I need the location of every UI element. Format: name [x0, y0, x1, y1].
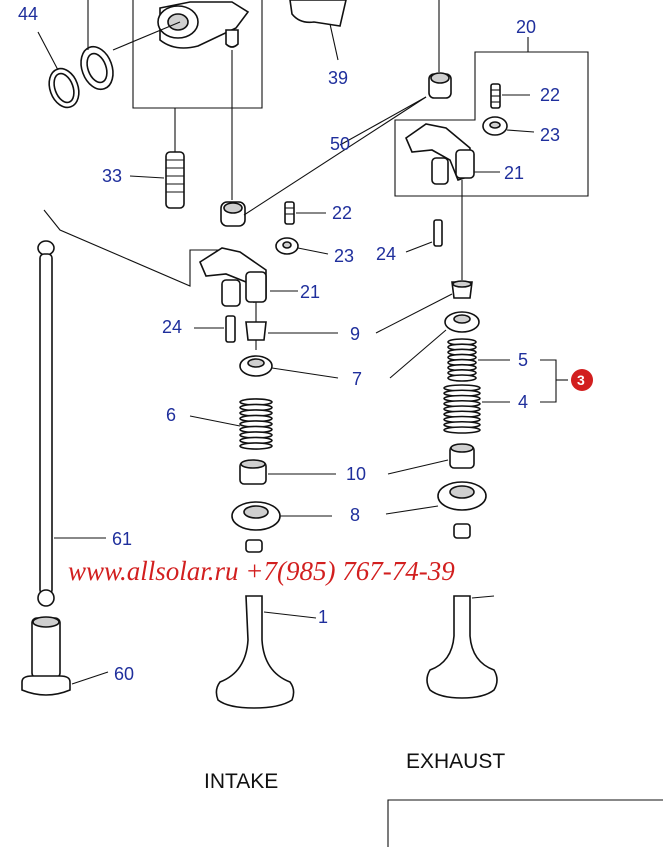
rocker-arm-upper	[157, 1, 250, 49]
leader-23-exhaust	[506, 129, 535, 133]
frame-20	[394, 51, 589, 197]
callout-10: 10	[346, 464, 366, 484]
leader-50-exhaust	[339, 96, 427, 146]
callout-39: 39	[328, 68, 348, 88]
callout-4: 4	[518, 392, 528, 412]
callout-24-intake: 24	[162, 317, 182, 337]
part-23-nut-exhaust	[482, 116, 508, 136]
part-21-rocker-intake	[198, 247, 267, 307]
part-23-nut-intake	[275, 237, 299, 255]
leader-44	[37, 31, 59, 71]
callout-22-intake: 22	[332, 203, 352, 223]
part-39-bracket	[289, 0, 347, 27]
callout-7: 7	[352, 369, 362, 389]
leader-1	[263, 611, 317, 619]
rocker-shaft-frame	[132, 0, 263, 109]
part-33-adjust-screw	[165, 151, 185, 209]
part-9-cap-intake	[245, 321, 267, 341]
part-8-seat-exhaust	[437, 481, 487, 511]
part-50-cap-exhaust	[428, 72, 452, 99]
part-60-tappet	[21, 616, 71, 696]
leader-60	[71, 671, 109, 685]
part-7-retainer-intake	[239, 355, 273, 377]
part-22-screw-intake	[284, 201, 295, 225]
callout-8: 8	[350, 505, 360, 525]
callout-61: 61	[112, 529, 132, 549]
leader-10-exhaust	[387, 459, 449, 475]
leader-8-exhaust	[385, 505, 439, 515]
bracket-3	[540, 359, 557, 403]
leader-23-intake	[297, 247, 329, 255]
callout-1: 1	[318, 607, 328, 627]
part-5-spring-inner-exhaust	[447, 338, 477, 382]
callout-5: 5	[518, 350, 528, 370]
leader-44-shaft	[112, 21, 181, 51]
leader-9-exhaust	[375, 293, 453, 334]
callout-3: 3	[577, 372, 585, 388]
watermark: www.allsolar.ru +7(985) 767-74-39	[68, 556, 455, 586]
callout-50: 50	[330, 134, 350, 154]
callout-23-intake: 23	[334, 246, 354, 266]
section-exhaust: EXHAUST	[406, 750, 505, 773]
pushrod-link-lines	[43, 209, 226, 287]
leader-7-intake	[271, 367, 339, 379]
callout-6: 6	[166, 405, 176, 425]
leader-24-exhaust	[405, 241, 433, 253]
callout-3-badge: 3	[571, 369, 593, 391]
section-intake: INTAKE	[204, 770, 278, 793]
leader-39	[329, 23, 339, 61]
part-10-seal-intake	[239, 459, 267, 485]
callout-21-exhaust: 21	[504, 163, 524, 183]
part-6-spring-intake	[239, 398, 273, 450]
callout-21-intake: 21	[300, 282, 320, 302]
part-10-seal-exhaust	[449, 443, 475, 469]
part-24-pin-exhaust	[433, 219, 443, 247]
leader-33	[129, 175, 165, 179]
part-24-pin-intake	[225, 315, 236, 343]
callout-33: 33	[102, 166, 122, 186]
callout-23-exhaust: 23	[540, 125, 560, 145]
part-9-cap-exhaust	[451, 280, 473, 299]
callout-24-exhaust: 24	[376, 244, 396, 264]
callout-9: 9	[350, 324, 360, 344]
part-21-rocker-exhaust	[405, 123, 475, 185]
part-61-pushrod	[37, 240, 55, 607]
part-44-rings	[48, 45, 114, 109]
part-1-valve-exhaust	[426, 523, 498, 699]
part-50-cap-intake	[220, 201, 246, 227]
part-7-retainer-exhaust	[444, 311, 480, 333]
callout-44: 44	[18, 4, 38, 24]
part-1-valve-intake	[215, 539, 295, 709]
part-4-spring-outer-exhaust	[443, 384, 481, 434]
leader-50-intake	[243, 96, 427, 216]
callout-20: 20	[516, 17, 536, 37]
part-22-screw-exhaust	[490, 83, 501, 109]
leader-7-exhaust	[389, 329, 447, 379]
part-8-seat-intake	[231, 501, 281, 531]
leader-1-exhaust	[471, 595, 495, 599]
callout-22-exhaust: 22	[540, 85, 560, 105]
corner-frame	[387, 799, 663, 847]
callout-60: 60	[114, 664, 134, 684]
leader-6	[189, 415, 241, 427]
